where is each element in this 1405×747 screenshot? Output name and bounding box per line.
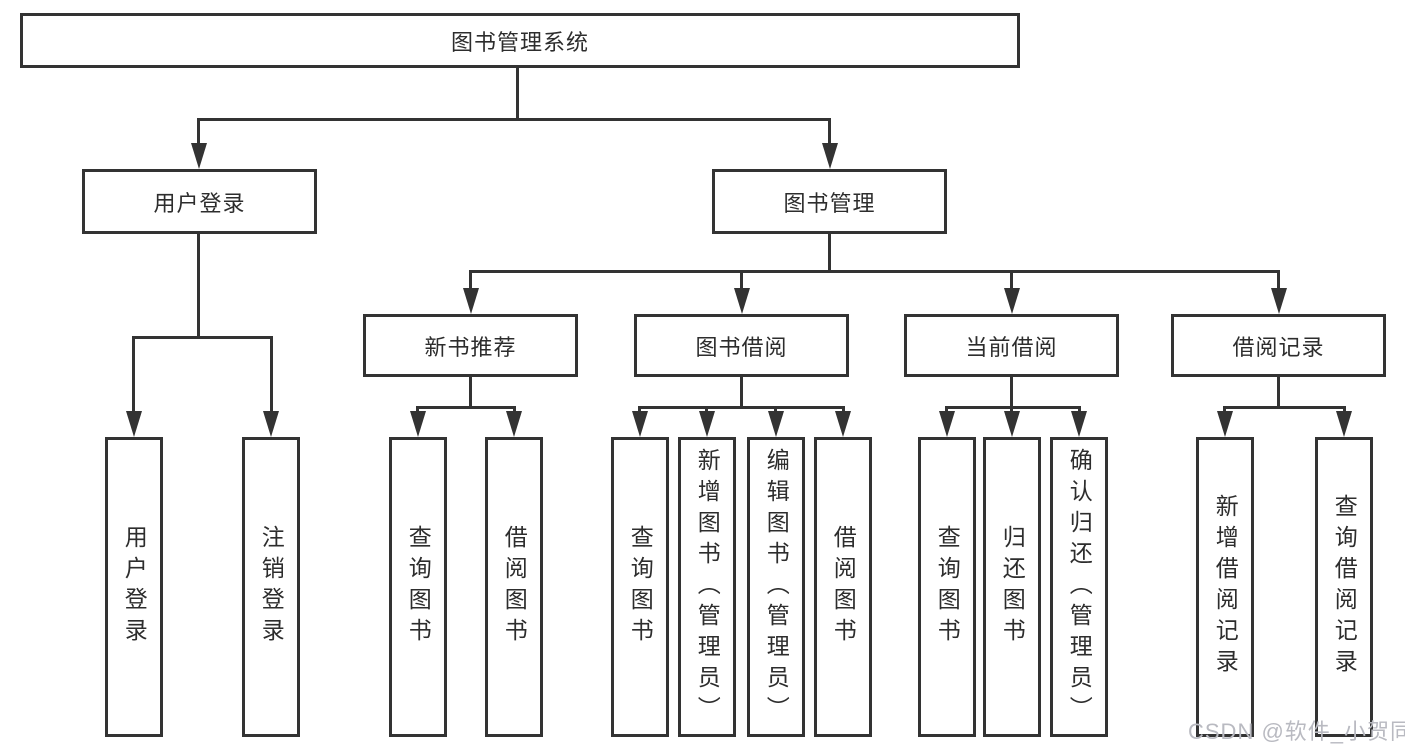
connector-line: [197, 118, 831, 121]
node-new-book-recommendation: 新书推荐: [363, 314, 578, 377]
arrow-down-icon: [126, 411, 142, 437]
leaf-label: 查询图书: [934, 525, 961, 649]
connector-line: [132, 336, 135, 416]
arrow-down-icon: [835, 411, 851, 437]
arrow-down-icon: [822, 143, 838, 169]
leaf-rec-borrow-books: 借阅图书: [485, 437, 543, 737]
arrow-down-icon: [768, 411, 784, 437]
node-label: 图书借阅: [695, 334, 788, 360]
leaf-user-login: 用户登录: [105, 437, 163, 737]
arrow-down-icon: [734, 288, 750, 314]
arrow-down-icon: [1004, 288, 1020, 314]
connector-line: [469, 377, 472, 409]
connector-line: [828, 234, 831, 273]
arrow-down-icon: [1071, 411, 1087, 437]
connector-line: [132, 336, 273, 339]
leaf-label: 归还图书: [999, 525, 1026, 649]
leaf-logout: 注销登录: [242, 437, 300, 737]
leaf-cb-return-books: 归还图书: [983, 437, 1041, 737]
leaf-label: 查询图书: [627, 525, 654, 649]
node-label: 借阅记录: [1232, 334, 1325, 360]
connector-line: [945, 406, 1081, 409]
node-label: 用户登录: [153, 190, 246, 216]
leaf-bb-borrow-books: 借阅图书: [814, 437, 872, 737]
leaf-label: 新增图书（管理员）: [694, 447, 721, 727]
leaf-label: 新增借阅记录: [1212, 494, 1239, 680]
arrow-down-icon: [506, 411, 522, 437]
leaf-label: 用户登录: [121, 525, 148, 649]
leaf-cb-query-books: 查询图书: [918, 437, 976, 737]
leaf-br-add-record: 新增借阅记录: [1196, 437, 1254, 737]
connector-line: [740, 377, 743, 409]
arrow-down-icon: [1336, 411, 1352, 437]
arrow-down-icon: [463, 288, 479, 314]
leaf-bb-edit-books-admin: 编辑图书（管理员）: [747, 437, 805, 737]
arrow-down-icon: [1004, 411, 1020, 437]
connector-line: [416, 406, 516, 409]
arrow-down-icon: [632, 411, 648, 437]
leaf-label: 借阅图书: [830, 525, 857, 649]
connector-line: [270, 336, 273, 416]
node-label: 新书推荐: [424, 334, 517, 360]
connector-line: [740, 270, 743, 292]
leaf-label: 确认归还（管理员）: [1066, 447, 1093, 727]
connector-line: [469, 270, 1280, 273]
leaf-bb-add-books-admin: 新增图书（管理员）: [678, 437, 736, 737]
arrow-down-icon: [1217, 411, 1233, 437]
node-book-management: 图书管理: [712, 169, 947, 234]
connector-line: [1277, 377, 1280, 409]
leaf-cb-confirm-return-admin: 确认归还（管理员）: [1050, 437, 1108, 737]
arrow-down-icon: [410, 411, 426, 437]
leaf-label: 编辑图书（管理员）: [763, 447, 790, 727]
node-user-login: 用户登录: [82, 169, 317, 234]
node-borrowing-records: 借阅记录: [1171, 314, 1386, 377]
connector-line: [1277, 270, 1280, 292]
leaf-rec-query-books: 查询图书: [389, 437, 447, 737]
node-library-management-system: 图书管理系统: [20, 13, 1020, 68]
csdn-watermark: CSDN @软件_小贺同学: [1188, 719, 1405, 744]
leaf-label: 借阅图书: [501, 525, 528, 649]
node-label: 图书管理: [783, 190, 876, 216]
connector-line: [197, 234, 200, 339]
connector-line: [1010, 270, 1013, 292]
connector-line: [1010, 377, 1013, 409]
connector-line: [828, 118, 831, 146]
leaf-label: 查询图书: [405, 525, 432, 649]
leaf-br-query-record: 查询借阅记录: [1315, 437, 1373, 737]
arrow-down-icon: [191, 143, 207, 169]
node-book-borrowing: 图书借阅: [634, 314, 849, 377]
connector-line: [1223, 406, 1345, 409]
node-label: 当前借阅: [965, 334, 1058, 360]
node-label: 图书管理系统: [450, 29, 589, 55]
connector-line: [469, 270, 472, 292]
arrow-down-icon: [939, 411, 955, 437]
node-current-borrowing: 当前借阅: [904, 314, 1119, 377]
arrow-down-icon: [1271, 288, 1287, 314]
leaf-label: 注销登录: [258, 525, 285, 649]
leaf-bb-query-books: 查询图书: [611, 437, 669, 737]
connector-line: [197, 118, 200, 146]
leaf-label: 查询借阅记录: [1331, 494, 1358, 680]
arrow-down-icon: [699, 411, 715, 437]
arrow-down-icon: [263, 411, 279, 437]
connector-line: [516, 68, 519, 118]
connector-line: [638, 406, 845, 409]
